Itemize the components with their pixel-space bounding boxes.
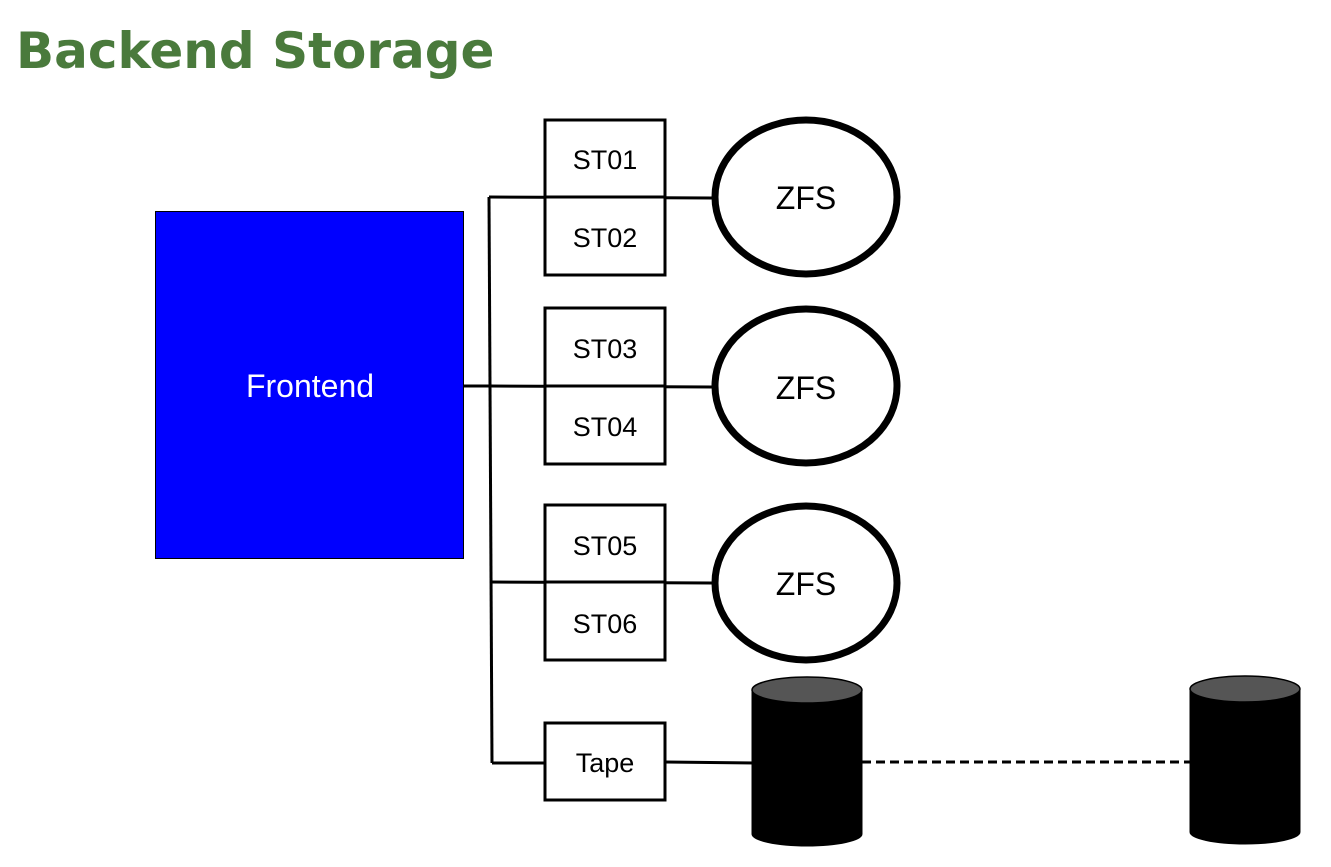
frontend-node: Frontend [155, 211, 464, 559]
zfs-pool-label: ZFS [776, 370, 836, 406]
remote-library-cylinder-body [1189, 688, 1301, 845]
storage-node-box [543, 118, 667, 199]
storage-node-box [543, 195, 667, 277]
storage-node-label: ST06 [573, 609, 638, 639]
zfs-pool-label: ZFS [776, 566, 836, 602]
bus-vertical-line [487, 196, 494, 764]
page-title: Backend Storage [16, 22, 495, 80]
tape-to-library-line [664, 760, 756, 765]
cylinder-icon [751, 676, 863, 847]
tape-library-cylinder-top [751, 676, 863, 704]
storage-group-2: ST03 ST04 ZFS [543, 305, 901, 467]
tape-node: Tape [543, 721, 667, 802]
remote-library-cylinder-top [1189, 675, 1301, 703]
storage-group-3: ST05 ST06 ZFS [543, 502, 901, 664]
zfs-pool-label: ZFS [776, 180, 836, 216]
frontend-box [155, 211, 464, 559]
storage-node-box [543, 580, 667, 662]
storage-node-label: ST04 [573, 412, 638, 442]
storage-node-label: ST05 [573, 531, 638, 561]
zfs-pool-circle [711, 305, 901, 467]
zfs-pool-circle [711, 502, 901, 664]
storage-node-box [543, 384, 667, 466]
tape-label: Tape [576, 748, 635, 778]
tape-box [543, 721, 667, 802]
storage-node-label: ST01 [573, 145, 638, 175]
cylinder-icon [1189, 675, 1301, 845]
storage-node-label: ST03 [573, 334, 638, 364]
storage-group-1: ST01 ST02 ZFS [543, 116, 901, 278]
storage-node-box [543, 503, 667, 584]
zfs-pool-circle [711, 116, 901, 278]
storage-node-label: ST02 [573, 223, 638, 253]
frontend-label: Frontend [246, 368, 374, 404]
tape-library-cylinder-body [751, 689, 863, 847]
